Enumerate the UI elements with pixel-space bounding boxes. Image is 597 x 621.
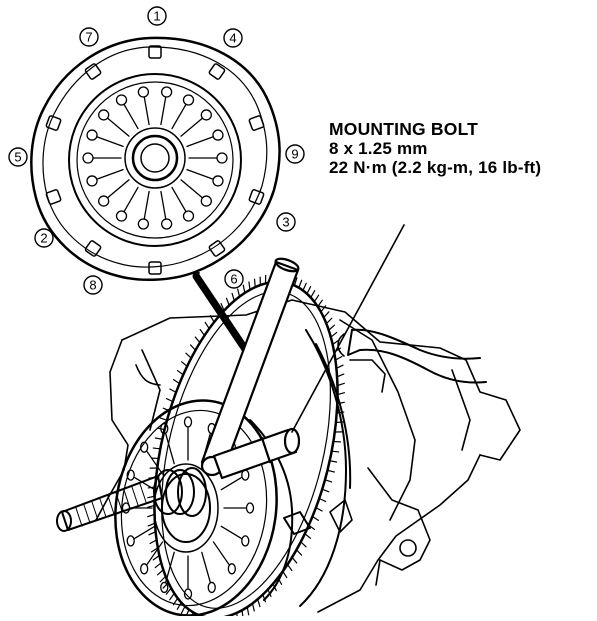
sequence-marker-3: 3 (277, 213, 295, 231)
sequence-marker-9: 9 (286, 145, 304, 163)
pressure-plate-top-view (31, 38, 279, 280)
sequence-number: 3 (282, 215, 289, 230)
sequence-marker-7: 7 (80, 28, 98, 46)
callout-title: MOUNTING BOLT (329, 120, 541, 139)
sequence-marker-6: 6 (225, 270, 243, 288)
sequence-marker-8: 8 (84, 276, 102, 294)
sequence-number: 9 (291, 147, 298, 162)
sequence-marker-1: 1 (148, 7, 166, 25)
sequence-number: 7 (85, 30, 92, 45)
callout-bolt-size: 8 x 1.25 mm (329, 139, 541, 158)
clutch-alignment-tool (57, 468, 206, 531)
mounting-bolt-callout: MOUNTING BOLT 8 x 1.25 mm 22 N·m (2.2 kg… (329, 120, 541, 177)
sequence-marker-2: 2 (35, 229, 53, 247)
callout-torque-spec: 22 N·m (2.2 kg-m, 16 lb-ft) (329, 158, 541, 177)
bolt-sequence-markers: 1 2 3 4 5 6 7 8 9 (9, 7, 304, 294)
sequence-number: 2 (40, 231, 47, 246)
sequence-number: 4 (229, 31, 236, 46)
callout-pointer (292, 225, 404, 432)
sequence-marker-4: 4 (224, 29, 242, 47)
sequence-number: 6 (230, 272, 237, 287)
sequence-number: 8 (89, 278, 96, 293)
sequence-number: 1 (153, 9, 160, 24)
sequence-number: 5 (14, 150, 21, 165)
sequence-marker-5: 5 (9, 148, 27, 166)
